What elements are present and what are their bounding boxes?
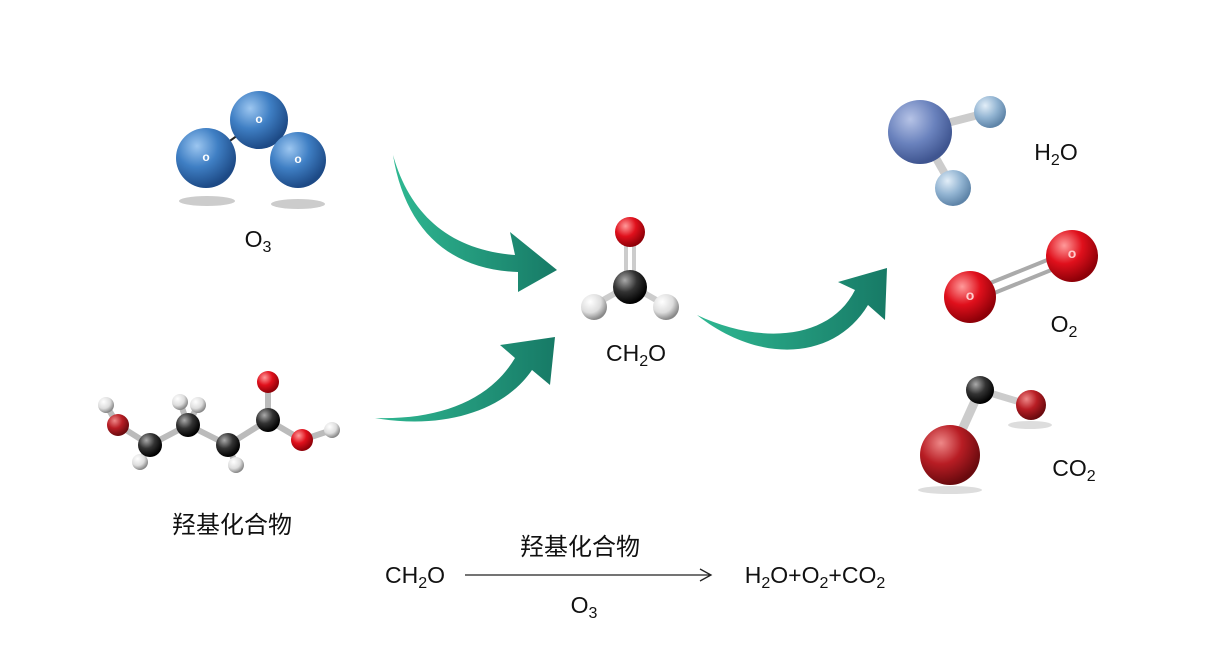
- atom-letter: o: [294, 152, 302, 166]
- atom-letter: o: [255, 112, 263, 126]
- h2o-label: H2O: [1034, 139, 1078, 169]
- water-molecule: [888, 96, 1006, 206]
- atom-letter: o: [1067, 245, 1077, 261]
- ch2o-label: CH2O: [605, 340, 667, 370]
- carbon-dioxide-molecule: [918, 376, 1052, 494]
- formaldehyde-molecule: [581, 217, 679, 320]
- atom-letter: o: [202, 150, 210, 164]
- ozone-molecule: [176, 91, 326, 209]
- oxygen-molecule: [944, 230, 1098, 323]
- co2-label: CO2: [1052, 455, 1096, 485]
- arrow-o3-to-ch2o: [393, 155, 557, 292]
- o2-label: O2: [1050, 311, 1078, 341]
- arrow-hydroxy-to-ch2o: [375, 337, 555, 422]
- o3-label: O3: [244, 226, 272, 256]
- equation-catalyst: 羟基化合物: [520, 533, 640, 561]
- arrow-ch2o-to-products: [697, 268, 887, 350]
- equation-reactant: CH2O: [384, 562, 446, 592]
- hydroxy-compound-label: 羟基化合物: [172, 511, 292, 539]
- atom-letter: o: [965, 287, 975, 303]
- equation-products: H2O+O2+CO2: [744, 562, 886, 592]
- hydroxy-compound-molecule: [98, 371, 340, 473]
- equation-oxidant: O3: [570, 592, 598, 622]
- reaction-arrow: [465, 568, 713, 582]
